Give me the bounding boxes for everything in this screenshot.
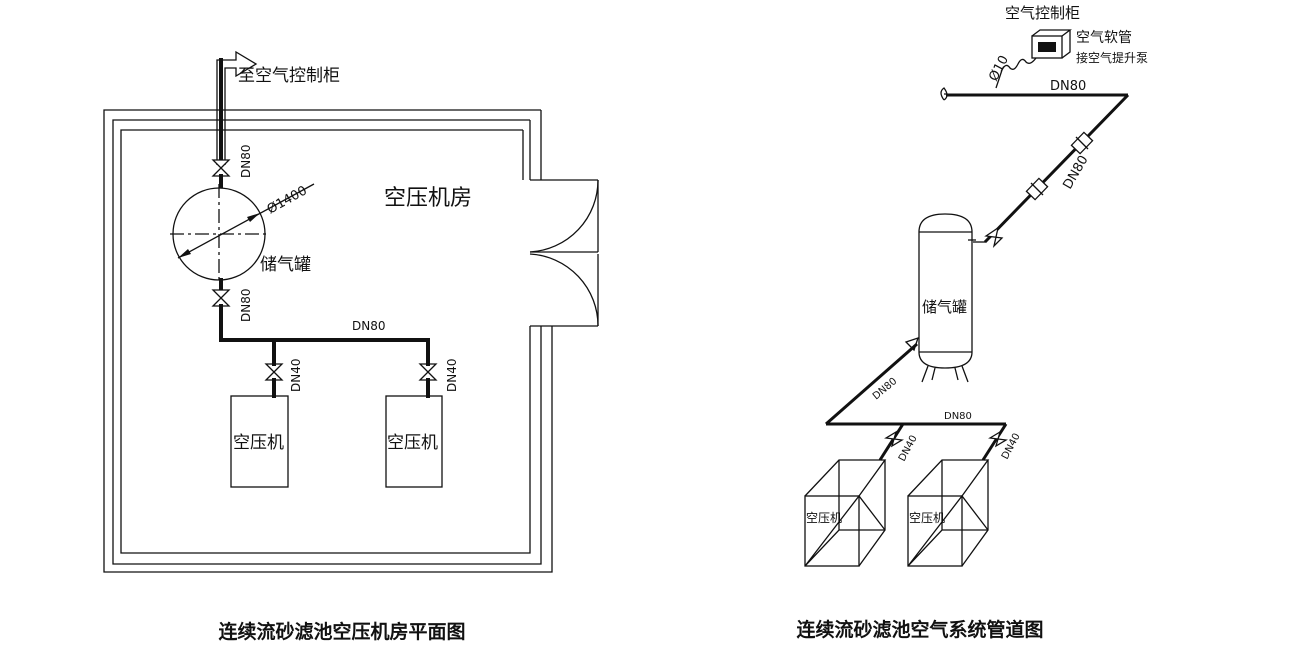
iso-compressor-left bbox=[804, 459, 887, 567]
low-diagonal-pipe bbox=[825, 342, 918, 426]
iso-header-size-label: DN80 bbox=[944, 411, 972, 422]
iso-branch-right-label: DN40 bbox=[1000, 432, 1023, 462]
compressor-right-box bbox=[385, 395, 443, 488]
tank-inlet-valve bbox=[973, 226, 1004, 249]
cabinet-label: 空气控制柜 bbox=[1005, 4, 1080, 22]
iso-compressor-right bbox=[907, 459, 990, 567]
hose-label: 空气软管 bbox=[1076, 30, 1132, 46]
gate-valve-top bbox=[211, 159, 231, 177]
iso-branch-left-label: DN40 bbox=[897, 434, 920, 464]
hose-size-label: Ø10 bbox=[986, 53, 1012, 84]
iso-branch-right bbox=[981, 423, 1008, 461]
diagonal-pipe bbox=[983, 93, 1130, 244]
room-label: 空压机房 bbox=[384, 186, 472, 211]
compressor-left-label: 空压机 bbox=[233, 433, 284, 453]
pipe-break-symbol bbox=[940, 87, 948, 101]
receiver-tank-iso bbox=[918, 213, 976, 383]
iso-compressor-right-label: 空压机 bbox=[909, 511, 945, 525]
branch-left-size-label: DN40 bbox=[289, 359, 303, 393]
gate-valve-bottom bbox=[211, 289, 231, 307]
main-top-size-label: DN80 bbox=[239, 145, 253, 179]
iso-valve-right bbox=[988, 430, 1008, 448]
inline-valve-upper bbox=[1070, 131, 1094, 155]
tank-label: 储气罐 bbox=[260, 255, 311, 275]
tank-diameter-label: Ø1400 bbox=[265, 183, 310, 217]
outlet-arrow bbox=[216, 50, 258, 165]
iso-branch-left bbox=[878, 423, 905, 461]
plan-caption: 连续流砂滤池空压机房平面图 bbox=[218, 620, 465, 643]
compressor-right-label: 空压机 bbox=[387, 433, 438, 453]
compressor-left-box bbox=[230, 395, 289, 488]
iso-tank-label: 储气罐 bbox=[922, 298, 967, 316]
iso-compressor-left-label: 空压机 bbox=[806, 511, 842, 525]
hose-note: 接空气提升泵 bbox=[1076, 50, 1148, 65]
iso-valve-left bbox=[884, 430, 904, 448]
air-hose bbox=[995, 57, 1037, 89]
iso-caption: 连续流砂滤池空气系统管道图 bbox=[796, 618, 1043, 641]
control-cabinet bbox=[1031, 29, 1072, 59]
room-walls bbox=[103, 109, 553, 573]
main-bottom-size-label: DN80 bbox=[239, 289, 253, 323]
to-cabinet-label: 至空气控制柜 bbox=[238, 66, 340, 86]
inline-valve-lower bbox=[1025, 177, 1049, 201]
top-pipe-size-label: DN80 bbox=[1050, 79, 1086, 94]
plan-view: 至空气控制柜 DN80 Ø1400 储气罐 空压机房 DN80 DN80 bbox=[103, 50, 599, 643]
header-pipe bbox=[219, 304, 430, 358]
receiver-tank-plan bbox=[170, 183, 315, 284]
gate-valve-branch-left bbox=[264, 363, 284, 381]
branch-right-size-label: DN40 bbox=[445, 359, 459, 393]
header-size-label: DN80 bbox=[352, 319, 386, 333]
gate-valve-branch-right bbox=[418, 363, 438, 381]
isometric-view: 空气控制柜 空气软管 接空气提升泵 Ø10 DN80 DN80 bbox=[796, 4, 1148, 641]
double-door bbox=[529, 179, 599, 327]
